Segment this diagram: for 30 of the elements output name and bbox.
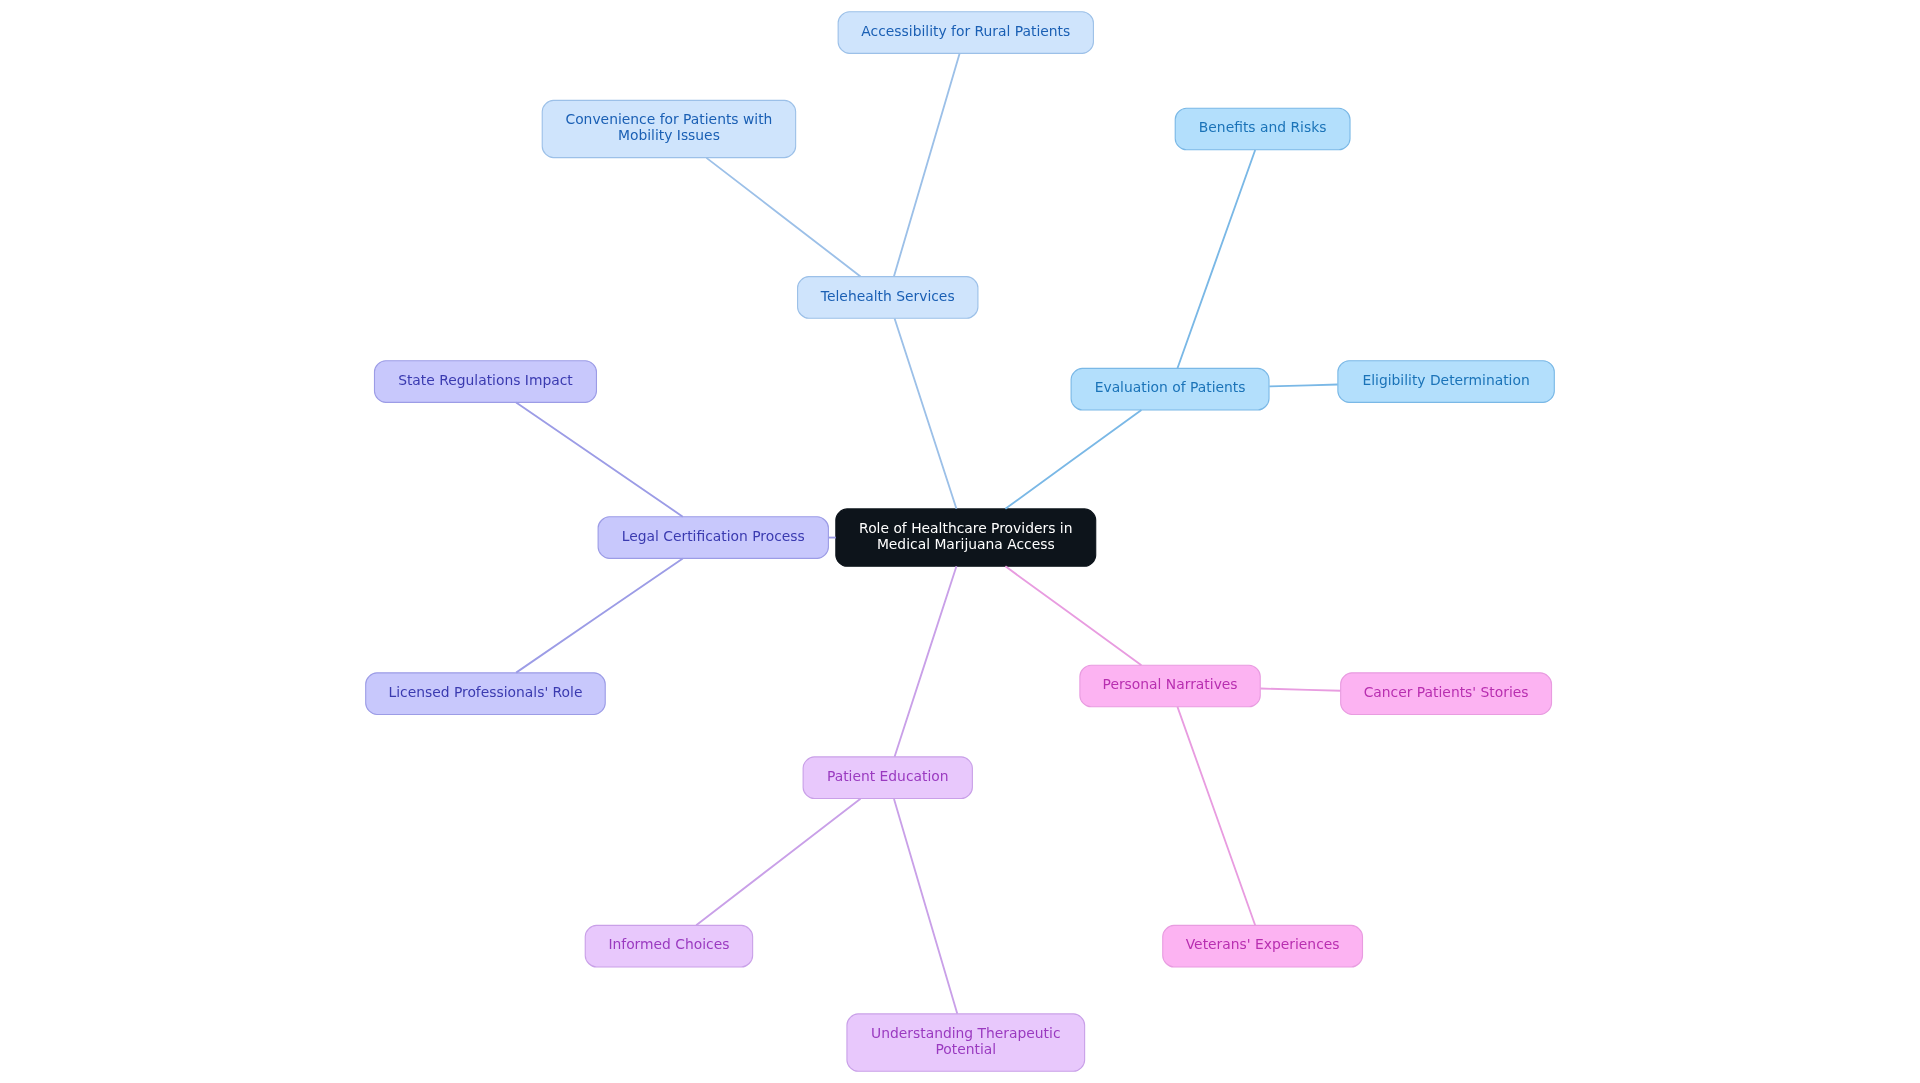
connector [705, 156, 862, 278]
connector [1176, 705, 1257, 927]
node-box: Veterans' Experiences [1162, 924, 1364, 968]
connector [1004, 409, 1143, 510]
node-box: Role of Healthcare Providers in Medical Marijuana Access [835, 508, 1097, 567]
node-box: Evaluation of Patients [1070, 367, 1270, 411]
connector [695, 797, 862, 927]
node-box: Understanding Therapeutic Potential [846, 1013, 1086, 1072]
node-box: Eligibility Determination [1337, 360, 1555, 403]
node-box: Telehealth Services [797, 276, 979, 319]
connector [515, 557, 684, 674]
node-box: Cancer Patients' Stories [1340, 672, 1553, 715]
connector [515, 401, 684, 518]
node-box: Informed Choices [584, 924, 754, 968]
connector [893, 565, 958, 758]
node-box: Benefits and Risks [1174, 107, 1351, 151]
node-box: Legal Certification Process [597, 516, 829, 559]
node-box: Personal Narratives [1079, 664, 1261, 708]
node-box: State Regulations Impact [373, 360, 597, 403]
connector [1259, 687, 1342, 692]
node-box: Licensed Professionals' Role [365, 672, 606, 715]
connector [1176, 149, 1257, 370]
connector [893, 317, 958, 510]
node-box: Patient Education [802, 756, 973, 800]
node-box: Accessibility for Rural Patients [837, 11, 1094, 54]
connector [893, 52, 961, 278]
connector [893, 798, 959, 1015]
connector [1268, 383, 1339, 388]
node-box: Convenience for Patients with Mobility Issues [541, 99, 797, 159]
connector [1004, 565, 1143, 667]
